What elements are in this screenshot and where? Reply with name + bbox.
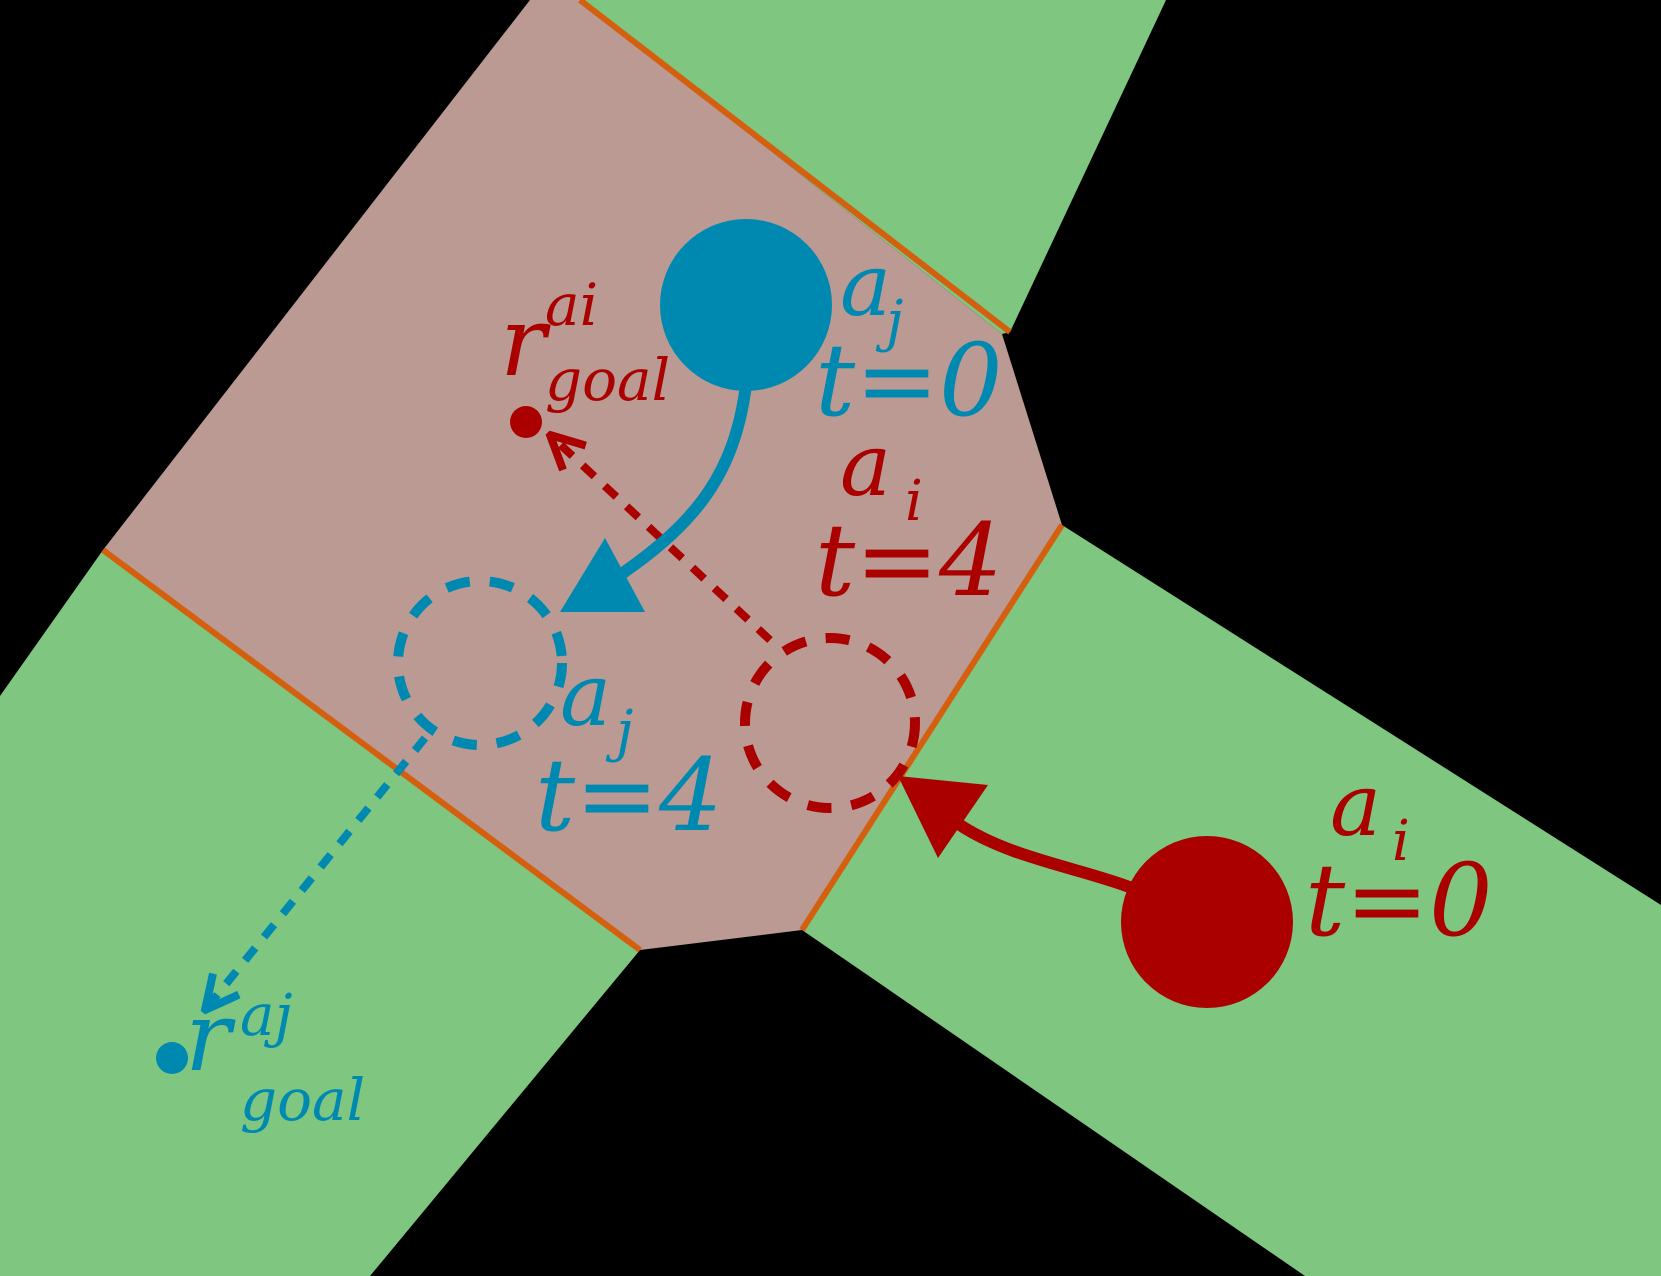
agent-i-future-name: a	[840, 416, 891, 516]
agent-j-circle	[660, 219, 832, 391]
agent-i-future-circle	[740, 633, 920, 813]
agent-i-goal-symbol: r	[500, 286, 551, 398]
agent-i-start-subscript: i	[1392, 809, 1410, 874]
agent-i-goal-point	[510, 406, 542, 438]
agent-i-start-time: t=0	[1305, 842, 1493, 959]
agent-i-arrowhead	[898, 776, 988, 858]
agent-i-goal-superscript: ai	[545, 271, 598, 339]
agent-j-arrowhead	[560, 538, 645, 612]
agent-i-future-subscript: i	[905, 469, 923, 534]
boundary-right	[799, 523, 1065, 932]
agent-j-goal-subscript: goal	[240, 1066, 365, 1134]
agent-i-goal-subscript: goal	[545, 346, 670, 414]
agent-j-future-time: t=4	[535, 737, 723, 854]
junction-region	[103, 0, 1062, 950]
agent-i-start-name: a	[1330, 756, 1381, 856]
agent-i-future-time: t=4	[815, 502, 1003, 619]
agent-j-future-name: a	[560, 646, 611, 746]
boundary-left	[101, 547, 642, 953]
agent-j-goal-superscript: aj	[240, 981, 293, 1049]
agent-j-goal-point	[156, 1042, 188, 1074]
agent-j-motion-arrow	[616, 384, 752, 580]
boundary-top	[578, 0, 1012, 335]
agent-i-motion-arrow	[956, 819, 1135, 894]
agent-j-start-time: t=0	[815, 322, 1003, 439]
agent-j-goal-symbol: r	[185, 981, 236, 1093]
corridor-top	[580, 0, 1166, 334]
agent-j-future-circle	[393, 576, 567, 750]
agent-i-circle	[1121, 836, 1293, 1008]
corridor-left	[0, 550, 640, 1276]
agent-j-start-name: a	[840, 236, 891, 336]
